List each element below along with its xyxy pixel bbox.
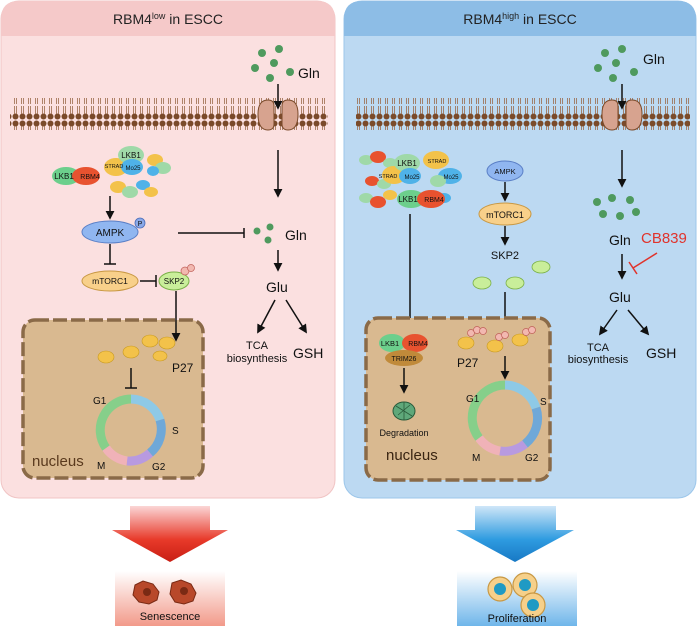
proliferating-cells-icon [487,572,546,618]
svg-text:SKP2: SKP2 [164,277,185,286]
svg-text:RBM4: RBM4 [424,197,444,204]
gln-molecules-extracellular [251,45,294,82]
left-panel-header [1,1,335,36]
svg-text:P: P [138,221,143,228]
proliferation-arrow [456,506,574,562]
tca-label: TCA [587,342,610,354]
phase-g2: G2 [525,453,539,464]
left-panel-title: RBM4low in ESCC [113,11,223,27]
mtorc1-node: mTORC1 [81,270,139,292]
gsh-label: GSH [293,345,323,361]
phase-m: M [472,453,480,464]
senescence-box [115,571,225,626]
mtorc1-node: mTORC1 [478,202,532,226]
senescence-arrow [112,506,228,562]
svg-text:mTORC1: mTORC1 [486,210,524,220]
skp2-proteins [472,260,551,290]
svg-text:LKB1: LKB1 [54,172,74,181]
phase-s: S [540,397,547,408]
lkb1-complex-a: LKB1 STRAD Mo25 [379,154,421,184]
gln-molecules-extracellular [594,45,638,82]
phase-s: S [172,426,179,437]
skp2-label: SKP2 [491,250,519,262]
p27-proteins [97,334,176,364]
svg-text:STRAD: STRAD [379,174,398,180]
protein-cluster [110,154,171,198]
degradation-icon [392,401,416,421]
gln-label-top: Gln [298,65,320,81]
nucleus-label: nucleus [32,453,84,470]
svg-text:RBM4: RBM4 [80,174,100,181]
phase-g1: G1 [466,394,480,405]
svg-text:STRAD: STRAD [428,159,447,165]
svg-text:RBM4: RBM4 [408,341,428,348]
gln-molecules-intracellular [253,223,274,244]
lkb1-rbm4-trim26-complex: LKB1 RBM4 TRIM26 [379,334,428,366]
ampk-node: AMPK P [81,217,146,244]
lkb1-rbm4-complex: LKB1 RBM4 [397,190,445,208]
arrow-glu-to-tca [257,299,276,334]
svg-text:AMPK: AMPK [494,167,515,176]
cb839-inhibit [628,252,658,275]
inhibit-ampk-gln [178,228,245,238]
svg-text:mTORC1: mTORC1 [92,276,128,286]
svg-text:LKB1: LKB1 [398,195,418,204]
svg-text:AMPK: AMPK [96,228,125,239]
gln-label-mid: Gln [609,232,631,248]
gsh-label: GSH [646,345,676,361]
svg-text:LKB1: LKB1 [397,159,417,168]
svg-text:Mo25: Mo25 [404,175,420,181]
tca-biosynthesis-label: biosynthesis [227,353,288,365]
cb839-label: CB839 [641,230,687,247]
arrow-glu-to-tca [598,309,618,336]
svg-text:TRIM26: TRIM26 [392,356,417,363]
lkb1-complex: LKB1 STRAD Mo25 [104,146,144,176]
svg-text:STRAD: STRAD [105,164,124,170]
senescent-cells-icon [132,579,197,605]
svg-text:Mo25: Mo25 [443,175,459,181]
degradation-label: Degradation [379,428,428,438]
phase-m: M [97,461,105,472]
phase-g1: G1 [93,396,107,407]
skp2-node: SKP2 [158,264,195,291]
svg-text:LKB1: LKB1 [121,151,141,160]
gln-transporter [601,99,643,131]
glu-label: Glu [266,279,288,295]
left-panel: RBM4low in ESCC Gln LKB1 STRAD Mo25 [0,0,336,626]
gln-label-top: Gln [643,51,665,67]
proliferation-label: Proliferation [488,613,547,625]
right-panel-title: RBM4high in ESCC [463,11,577,27]
right-panel-header [344,1,696,36]
tca-label: TCA [246,340,269,352]
svg-text:LKB1: LKB1 [381,339,399,348]
phase-g2: G2 [152,462,166,473]
p27-label: P27 [457,356,479,370]
cell-cycle-ring [467,380,543,456]
cell-membrane [10,98,328,130]
tca-biosynthesis-label: biosynthesis [568,354,629,366]
glu-label: Glu [609,289,631,305]
inhibit-p27-cellcycle [125,368,137,389]
right-panel: RBM4high in ESCC Gln LKB1 STR [343,0,697,626]
p27-label: P27 [172,361,194,375]
gln-molecules-intracellular [593,194,640,220]
inhibit-mtorc1-skp2 [140,275,157,287]
gln-label-mid: Gln [285,227,307,243]
p27-ubiquitinated [457,326,536,353]
nucleus-label: nucleus [386,447,438,464]
ampk-node: AMPK [486,160,524,182]
lkb1-rbm4-complex: LKB1 RBM4 [52,167,100,185]
inhibit-ampk-mtorc1 [104,244,116,265]
arrow-glu-to-gsh [627,309,650,336]
svg-text:Mo25: Mo25 [125,166,141,172]
arrow-glu-to-gsh [285,299,307,334]
senescence-label: Senescence [140,611,201,623]
cell-cycle-ring [95,394,166,466]
